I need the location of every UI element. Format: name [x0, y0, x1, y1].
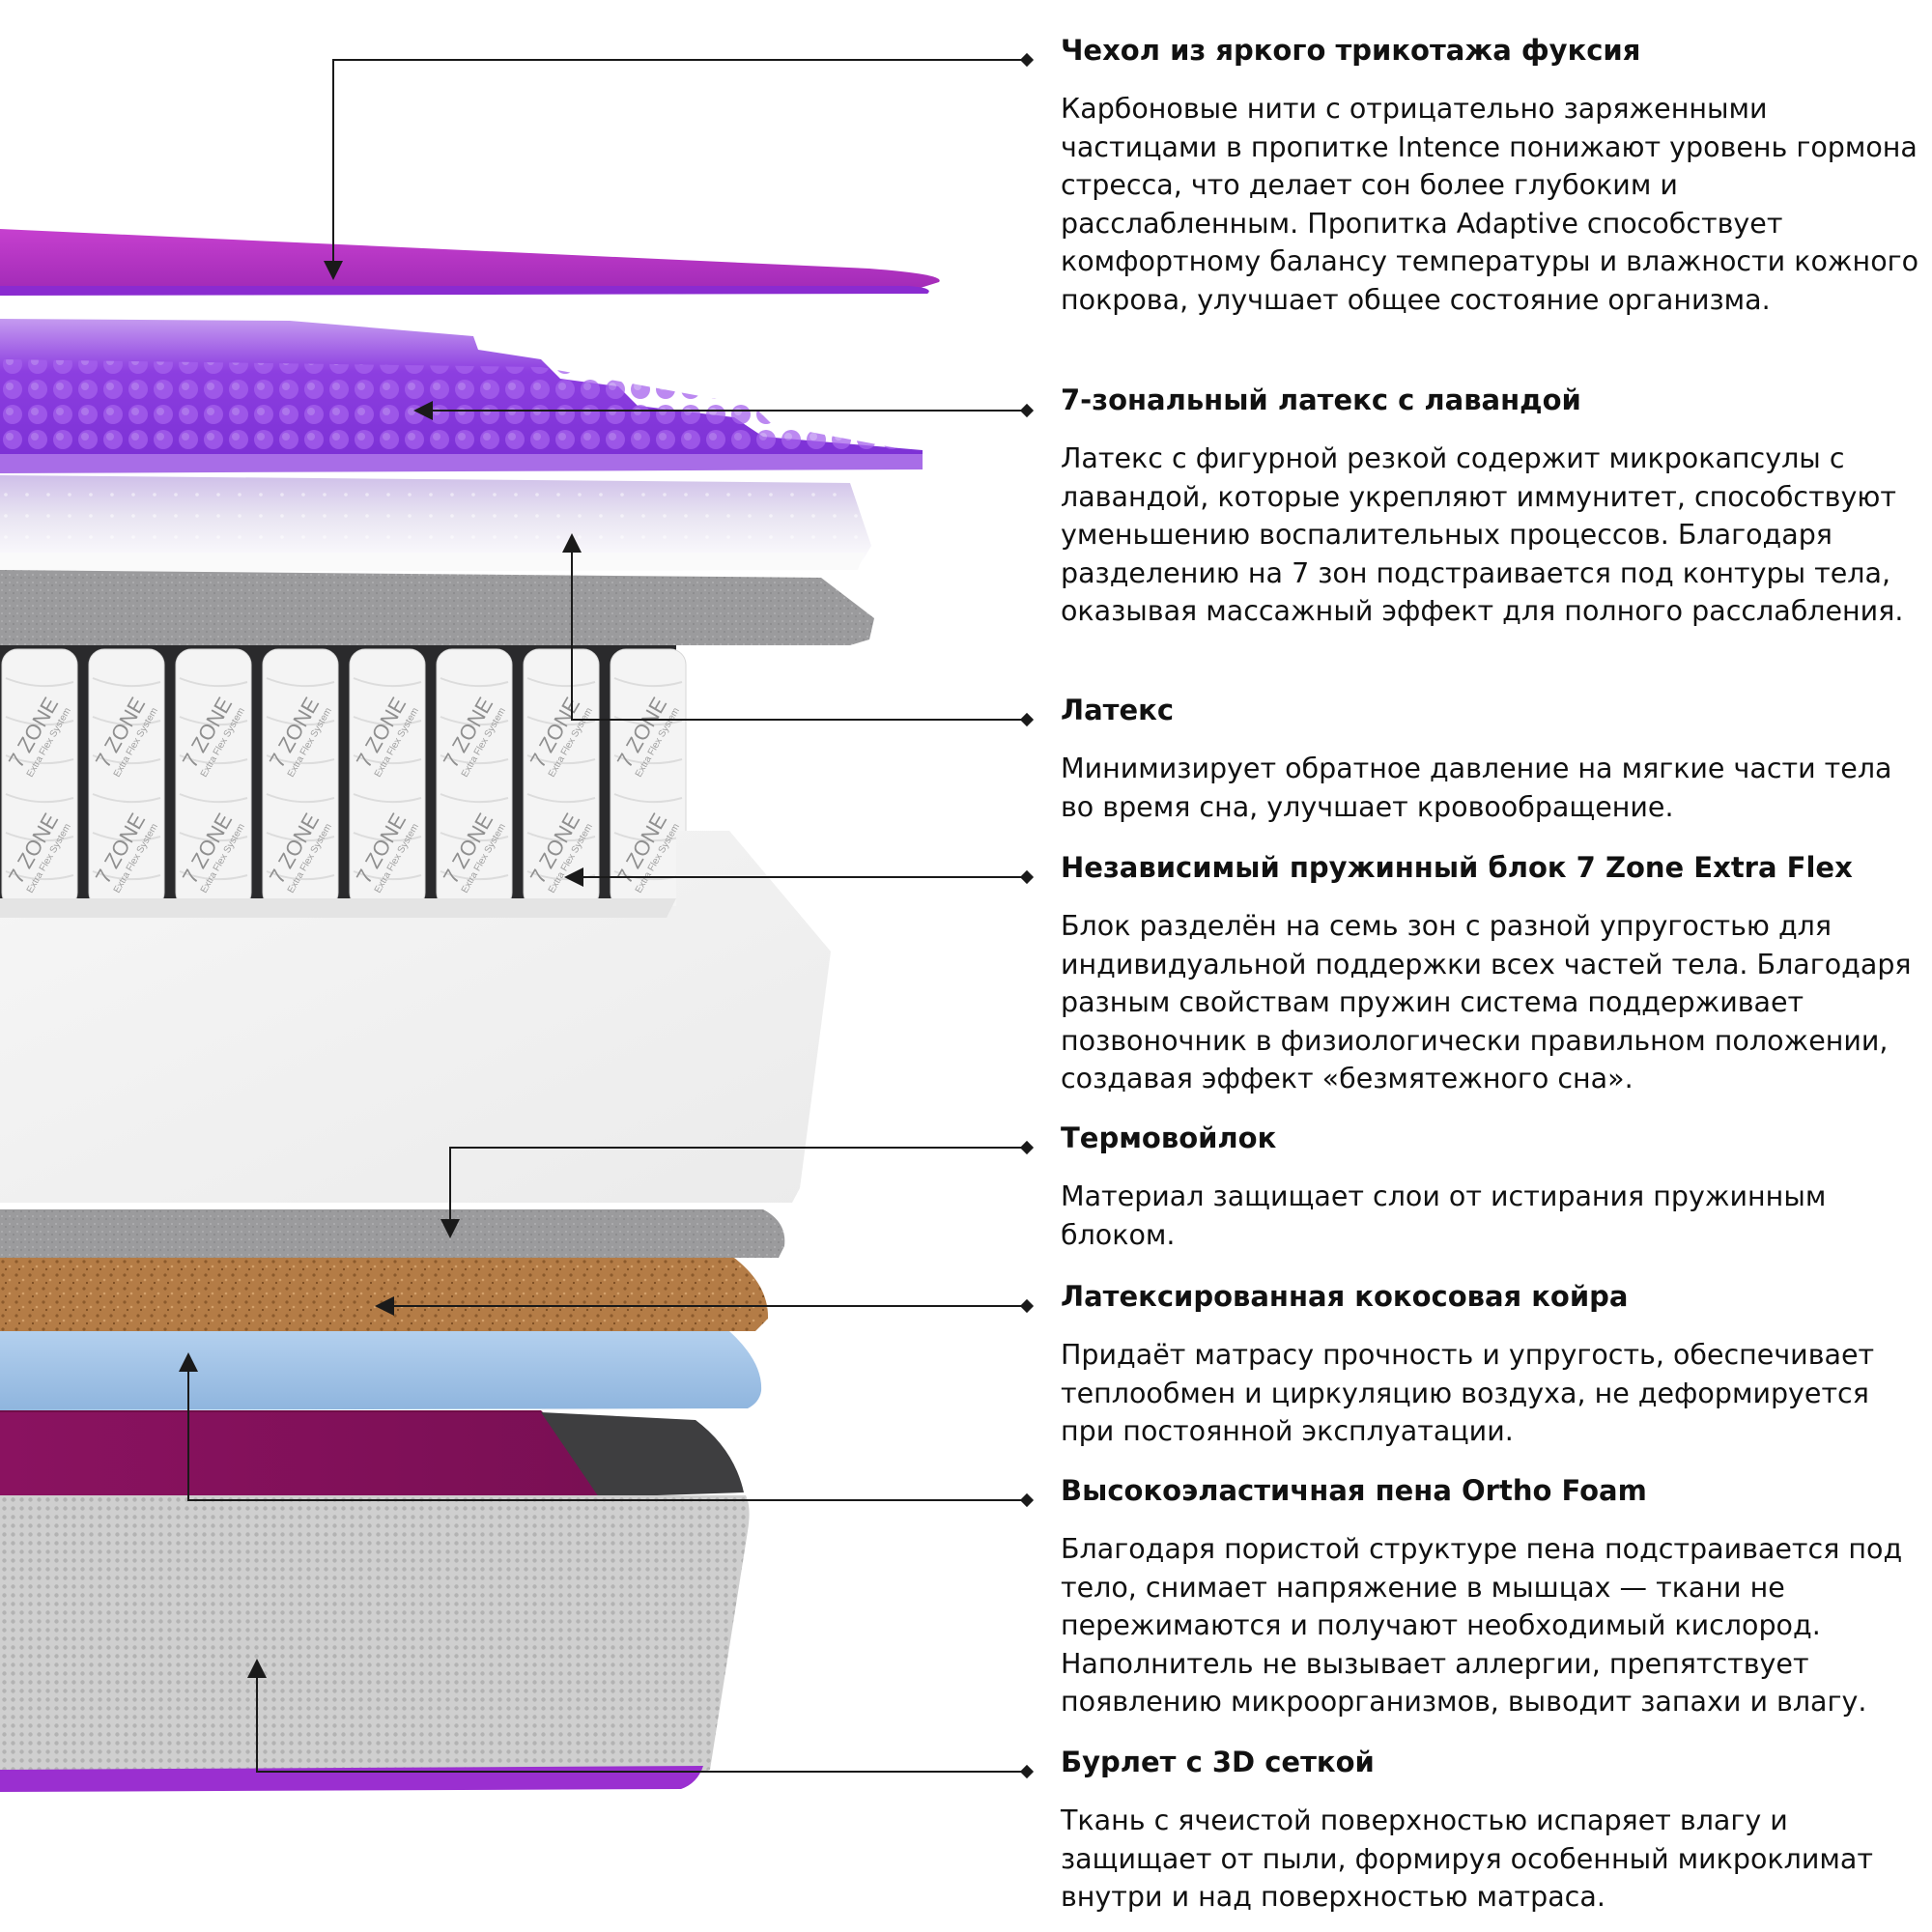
- layer-title: 7-зональный латекс с лавандой: [1061, 384, 1581, 416]
- pocket-spring-fold: [92, 793, 161, 804]
- pocket-spring-fold: [526, 754, 596, 765]
- layer-title: Термовойлок: [1061, 1122, 1277, 1154]
- pocket-spring-fold: [353, 754, 422, 765]
- pocket-spring-fold: [353, 832, 422, 842]
- pocket-spring-fold: [92, 716, 161, 726]
- layer-info-cover: Чехол из яркого трикотажа фуксия Карбоно…: [1061, 34, 1920, 320]
- pocket-spring-fold: [179, 870, 248, 881]
- layer-title: Независимый пружинный блок 7 Zone Extra …: [1061, 851, 1853, 884]
- pocket-spring-fold: [92, 754, 161, 765]
- pocket-spring-fold: [5, 754, 74, 765]
- pocket-spring-fold: [179, 754, 248, 765]
- pocket-spring-fold: [440, 754, 509, 765]
- layer-title: Бурлет с 3D сеткой: [1061, 1746, 1375, 1778]
- pocket-spring-fold: [440, 832, 509, 842]
- layer-info-coir: Латексированная кокосовая койра Придаёт …: [1061, 1280, 1920, 1451]
- pocket-spring-fold: [266, 832, 335, 842]
- pocket-spring-fold: [5, 677, 74, 688]
- pocket-spring-fold: [613, 793, 683, 804]
- layer-info-ortho-foam: Высокоэластичная пена Ortho Foam Благода…: [1061, 1474, 1920, 1721]
- thermal-felt-layer: [0, 1209, 785, 1258]
- pocket-spring-fold: [266, 754, 335, 765]
- coconut-coir-layer: [0, 1258, 769, 1331]
- felt-top-layer: [0, 570, 874, 645]
- layer-info-thermal-felt: Термовойлок Материал защищает слои от ис…: [1061, 1122, 1920, 1254]
- layer-description: Блок разделён на семь зон с разной упруг…: [1061, 910, 1912, 1095]
- layer-info-spring-block: Независимый пружинный блок 7 Zone Extra …: [1061, 851, 1920, 1098]
- layer-title: Латекс: [1061, 694, 1175, 726]
- lavender-latex-layer: [0, 319, 923, 473]
- pocket-spring-fold: [613, 832, 683, 842]
- layer-description: Минимизирует обратное давление на мягкие…: [1061, 753, 1892, 823]
- layer-info-latex: Латекс Минимизирует обратное давление на…: [1061, 694, 1920, 826]
- layer-description: Материал защищает слои от истирания пруж…: [1061, 1180, 1827, 1251]
- pocket-spring-fold: [266, 793, 335, 804]
- pocket-spring-fold: [266, 716, 335, 726]
- pocket-spring-fold: [440, 677, 509, 688]
- layer-info-border: Бурлет с 3D сеткой Ткань с ячеистой пове…: [1061, 1746, 1920, 1917]
- pocket-spring-fold: [5, 716, 74, 726]
- layer-description: Придаёт матрасу прочность и упругость, о…: [1061, 1339, 1875, 1448]
- pocket-spring-fold: [353, 677, 422, 688]
- base-border-layer: [0, 1410, 750, 1792]
- layer-description: Ткань с ячеистой поверхностью испаряет в…: [1061, 1804, 1873, 1914]
- fuchsia-cover-layer: [0, 229, 940, 296]
- pocket-spring-fold: [526, 793, 596, 804]
- pocket-spring-fold: [440, 870, 509, 881]
- pocket-spring-fold: [526, 832, 596, 842]
- latex-layer: [0, 475, 871, 572]
- layer-title: Латексированная кокосовая койра: [1061, 1280, 1629, 1313]
- pocket-spring-fold: [92, 677, 161, 688]
- layer-info-lavender-latex: 7-зональный латекс с лавандой Латекс с ф…: [1061, 384, 1920, 631]
- layer-title: Чехол из яркого трикотажа фуксия: [1061, 34, 1641, 67]
- pocket-spring-fold: [353, 716, 422, 726]
- pocket-spring-fold: [526, 716, 596, 726]
- pocket-spring-fold: [266, 677, 335, 688]
- pocket-spring-fold: [353, 870, 422, 881]
- layer-description: Благодаря пористой структуре пена подстр…: [1061, 1533, 1903, 1719]
- pocket-spring-fold: [179, 716, 248, 726]
- pocket-spring-fold: [266, 870, 335, 881]
- pocket-spring-fold: [179, 832, 248, 842]
- pocket-spring-fold: [92, 870, 161, 881]
- white-foam-frame: [0, 831, 831, 1203]
- pocket-spring-fold: [440, 793, 509, 804]
- pocket-spring-fold: [179, 793, 248, 804]
- pocket-spring-fold: [440, 716, 509, 726]
- ortho-foam-layer: [0, 1331, 762, 1410]
- pocket-spring-fold: [353, 793, 422, 804]
- layer-title: Высокоэластичная пена Ortho Foam: [1061, 1474, 1647, 1507]
- pocket-spring-fold: [5, 832, 74, 842]
- layer-description: Латекс с фигурной резкой содержит микрок…: [1061, 442, 1904, 628]
- pocket-spring-fold: [179, 677, 248, 688]
- pocket-spring-fold: [5, 793, 74, 804]
- pocket-spring-fold: [613, 754, 683, 765]
- layer-description: Карбоновые нити с отрицательно заряженны…: [1061, 93, 1919, 316]
- pocket-spring-fold: [5, 870, 74, 881]
- pocket-spring-fold: [92, 832, 161, 842]
